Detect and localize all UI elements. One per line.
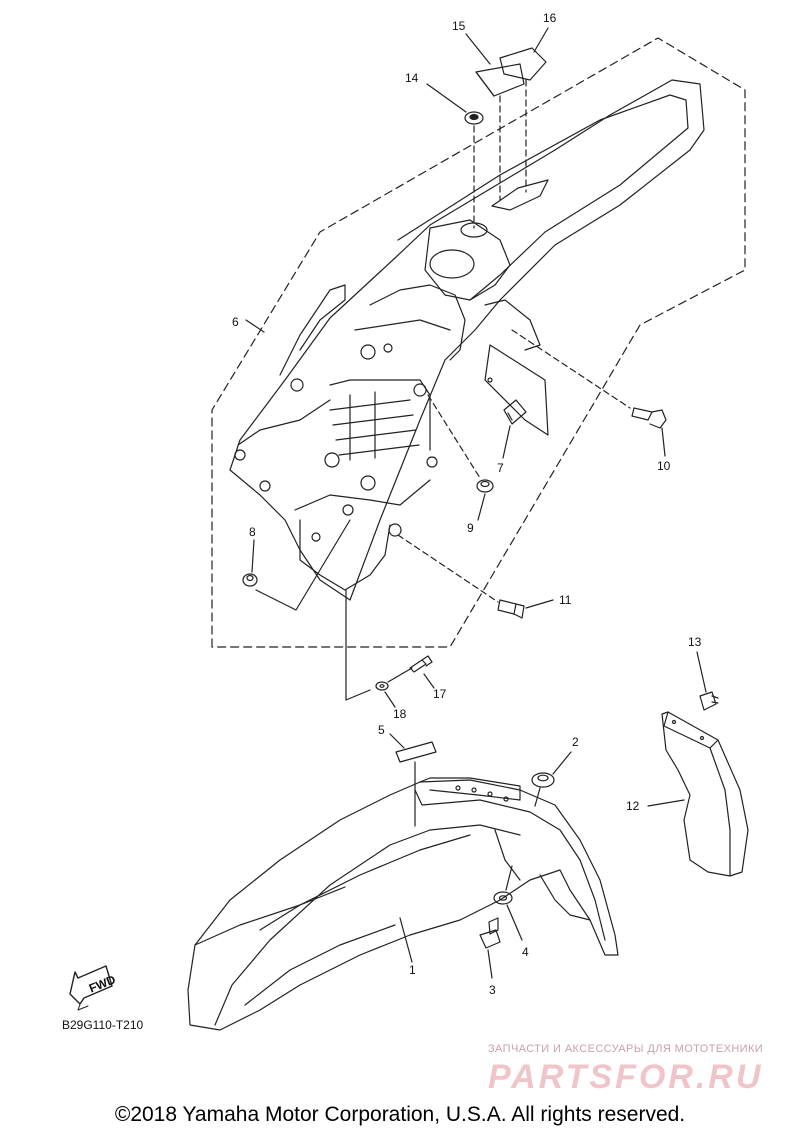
callout-6: 6: [232, 315, 239, 329]
callout-2: 2: [572, 735, 579, 749]
leader-1: [399, 917, 413, 963]
callout-18: 18: [393, 707, 407, 721]
front-fender[interactable]: [187, 777, 619, 1031]
dash-10: [511, 329, 631, 409]
leader-4: [506, 904, 523, 941]
leader-16: [533, 27, 549, 53]
rear-fender[interactable]: [229, 79, 705, 601]
callout-9: 9: [467, 521, 474, 535]
line-2: [534, 787, 541, 807]
callout-14: 14: [405, 71, 419, 85]
mud-flap-part-12[interactable]: [661, 711, 749, 877]
line-17-18: [345, 589, 413, 701]
leader-10: [661, 427, 666, 457]
callout-17: 17: [433, 687, 447, 701]
leader-2: [552, 751, 572, 775]
watermark-tagline: ЗАПЧАСТИ И АКСЕССУАРЫ ДЛЯ МОТОТЕХНИКИ: [488, 1043, 764, 1055]
dash-9: [427, 394, 481, 479]
leader-17: [423, 673, 435, 689]
pad-part-15[interactable]: [475, 63, 525, 97]
collar-part-9[interactable]: [476, 479, 494, 493]
bolt-part-11[interactable]: [497, 599, 525, 619]
washer-part-18[interactable]: [375, 681, 389, 691]
copyright-notice: ©2018 Yamaha Motor Corporation, U.S.A. A…: [114, 1103, 686, 1126]
label-part-5[interactable]: [395, 741, 437, 763]
leader-15: [465, 33, 491, 65]
callout-5: 5: [378, 723, 385, 737]
line-8: [255, 519, 351, 611]
leader-12: [647, 799, 685, 807]
leader-13: [696, 651, 707, 693]
watermark-logo: PARTSFOR.RU: [488, 1058, 764, 1096]
callout-8: 8: [249, 525, 256, 539]
leader-5: [389, 733, 405, 749]
screw-part-13[interactable]: [699, 691, 719, 711]
leader-14: [426, 83, 467, 113]
callout-15: 15: [452, 19, 466, 33]
leader-9: [477, 493, 486, 521]
dash-11: [397, 534, 499, 603]
assembly-boundary: [211, 37, 746, 648]
callout-3: 3: [489, 983, 496, 997]
figure-code: B29G110-T210: [62, 1018, 144, 1032]
grommet-part-14[interactable]: [464, 111, 484, 125]
callout-10: 10: [657, 459, 671, 473]
callout-11: 11: [559, 593, 572, 607]
leader-11: [525, 599, 554, 609]
callout-7: 7: [497, 461, 504, 475]
leader-8: [251, 539, 255, 573]
fwd-arrow-icon: [69, 965, 113, 1011]
leader-7: [502, 425, 511, 459]
bolt-part-17[interactable]: [409, 655, 433, 673]
washer-part-4[interactable]: [493, 891, 513, 905]
fender-pad-seat: [491, 179, 549, 211]
fender-hole-14: [460, 222, 488, 238]
leader-18: [384, 691, 396, 708]
collar-part-8[interactable]: [242, 573, 258, 587]
callout-13: 13: [688, 635, 702, 649]
collar-part-2[interactable]: [531, 772, 555, 788]
pad-part-16[interactable]: [499, 47, 547, 81]
line-4: [505, 865, 513, 891]
bolt-part-10[interactable]: [631, 407, 667, 429]
callout-16: 16: [543, 11, 557, 25]
nut-part-7[interactable]: [503, 399, 527, 425]
callout-1: 1: [409, 963, 416, 977]
leader-3: [487, 949, 493, 979]
callout-12: 12: [626, 799, 640, 813]
bolt-part-3[interactable]: [479, 917, 501, 949]
fwd-label: FWD: [87, 972, 118, 995]
leader-6: [245, 319, 265, 333]
callout-4: 4: [522, 945, 529, 959]
